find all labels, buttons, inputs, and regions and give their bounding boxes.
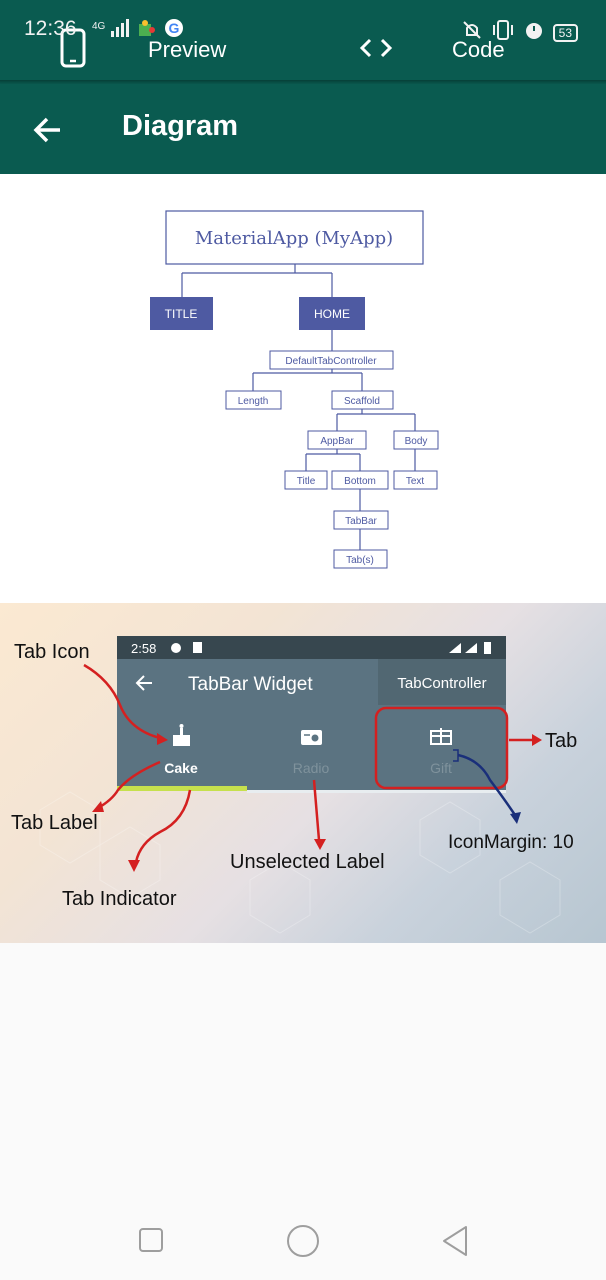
battery-indicator: 53 bbox=[552, 24, 578, 42]
tree-diagram-area: MaterialApp (MyApp) TITLE HOME DefaultTa… bbox=[0, 174, 606, 604]
node-tabs: Tab(s) bbox=[346, 555, 374, 566]
tab-gift-label: Gift bbox=[430, 760, 452, 776]
node-root: MaterialApp (MyApp) bbox=[195, 228, 393, 249]
node-length-box bbox=[225, 390, 282, 410]
vibrate-icon bbox=[491, 19, 515, 47]
node-bottom-box bbox=[331, 470, 389, 490]
node-root-box bbox=[165, 210, 424, 265]
status-left-icons: 4G G bbox=[92, 17, 185, 45]
tabbar-illustration-svg: 2:58 TabBar Widget TabController bbox=[11, 636, 577, 934]
node-appbar: AppBar bbox=[320, 436, 354, 447]
tabbar-illustration: 2:58 TabBar Widget TabController bbox=[0, 603, 606, 943]
node-body: Body bbox=[405, 436, 428, 447]
tab-radio-label: Radio bbox=[293, 760, 330, 776]
node-body-box bbox=[393, 430, 439, 450]
tab-cake-label: Cake bbox=[164, 760, 198, 776]
phone-battery-icon bbox=[484, 642, 491, 654]
annotation-icon-margin: IconMargin: 10 bbox=[448, 832, 574, 853]
square-icon bbox=[139, 1228, 163, 1252]
status-right-icons: 53 bbox=[461, 19, 578, 47]
code-brackets-icon bbox=[358, 36, 394, 60]
annotation-arrows bbox=[83, 663, 534, 863]
annotation-tab: Tab bbox=[545, 730, 577, 752]
node-text: Text bbox=[406, 476, 425, 487]
tab-controller-label: TabController bbox=[397, 675, 486, 692]
cake-icon bbox=[173, 724, 190, 746]
tab-controller-area bbox=[378, 659, 506, 705]
tab-code-label: Code bbox=[452, 37, 505, 62]
tab-preview-label: Preview bbox=[148, 37, 227, 62]
node-tabbar: TabBar bbox=[345, 516, 377, 527]
top-tab-bar-shadow bbox=[0, 80, 606, 84]
radio-icon bbox=[301, 730, 322, 745]
phone-wifi-icon bbox=[449, 643, 461, 653]
tab-code[interactable]: Code bbox=[452, 30, 505, 66]
node-text-box bbox=[393, 470, 438, 490]
node-default-tab-controller-box bbox=[269, 350, 394, 370]
page-title: Diagram bbox=[122, 110, 239, 142]
network-type: 4G bbox=[92, 20, 106, 32]
hexagon-pattern bbox=[39, 791, 561, 934]
tab-highlight-box bbox=[374, 706, 509, 790]
phone-status-bar bbox=[117, 636, 506, 659]
annotation-tab-indicator: Tab Indicator bbox=[62, 888, 177, 910]
back-nav-button[interactable] bbox=[440, 1224, 470, 1263]
node-title-leaf: Title bbox=[297, 476, 316, 487]
annotation-unselected-label: Unselected Label bbox=[230, 851, 385, 873]
node-title: TITLE bbox=[165, 307, 198, 321]
node-default-tab-controller: DefaultTabController bbox=[285, 356, 377, 367]
node-tabs-box bbox=[333, 549, 388, 569]
home-button[interactable] bbox=[286, 1224, 320, 1263]
system-nav-bar bbox=[0, 1200, 606, 1280]
phone-time: 2:58 bbox=[131, 641, 156, 656]
recents-button[interactable] bbox=[138, 1227, 164, 1258]
icon-margin-arrow-head bbox=[510, 812, 521, 824]
node-title-box bbox=[150, 297, 213, 330]
alarm-icon bbox=[523, 19, 545, 47]
phone-gear-icon bbox=[171, 643, 181, 653]
signal-icon bbox=[111, 19, 131, 43]
arrow-left-icon bbox=[30, 117, 66, 152]
node-title-leaf-box bbox=[284, 470, 328, 490]
node-home-box bbox=[299, 297, 365, 330]
puzzle-icon bbox=[137, 18, 157, 44]
google-icon: G bbox=[163, 17, 185, 45]
annotation-tab-label: Tab Label bbox=[11, 812, 98, 834]
back-button[interactable] bbox=[30, 112, 66, 148]
icon-margin-arrow bbox=[457, 753, 517, 816]
gift-icon bbox=[430, 728, 452, 745]
phone-icon bbox=[60, 28, 86, 68]
tree-connectors bbox=[181, 264, 416, 550]
annotation-tab-icon: Tab Icon bbox=[14, 641, 90, 663]
node-home: HOME bbox=[314, 307, 350, 321]
node-length: Length bbox=[238, 396, 269, 407]
code-tab-icon-button[interactable] bbox=[358, 30, 394, 66]
status-bar: 12:36 4G G bbox=[0, 0, 606, 60]
tab-indicator-bar bbox=[117, 786, 247, 791]
phone-title: TabBar Widget bbox=[188, 674, 313, 695]
widget-tree-diagram: MaterialApp (MyApp) TITLE HOME DefaultTa… bbox=[150, 210, 439, 569]
circle-icon bbox=[287, 1225, 319, 1257]
node-appbar-box bbox=[307, 430, 367, 450]
tab-preview[interactable]: Preview bbox=[60, 28, 227, 68]
arrow-heads bbox=[92, 733, 542, 872]
svg-text:G: G bbox=[169, 20, 180, 36]
tab-underline bbox=[247, 790, 506, 793]
triangle-back-icon bbox=[443, 1226, 467, 1256]
phone-sd-icon bbox=[193, 642, 202, 653]
node-bottom: Bottom bbox=[344, 476, 376, 487]
app-bar: Diagram bbox=[0, 84, 606, 174]
phone-signal-icon bbox=[465, 643, 477, 653]
status-time: 12:36 bbox=[24, 17, 77, 40]
mute-icon bbox=[461, 19, 483, 47]
node-scaffold: Scaffold bbox=[344, 396, 380, 407]
node-scaffold-box bbox=[331, 390, 394, 410]
node-tabbar-box bbox=[333, 510, 389, 530]
